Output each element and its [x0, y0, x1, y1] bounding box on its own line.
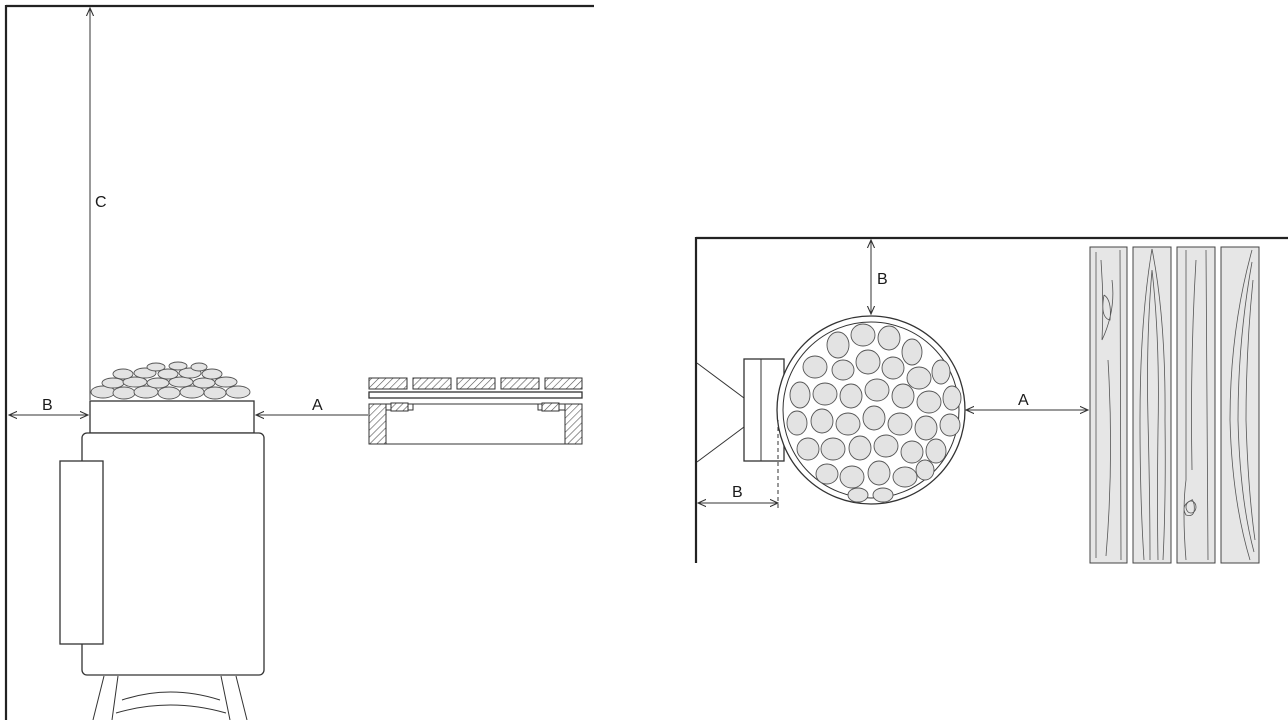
dimension-a-label: A: [312, 397, 323, 414]
heater-body: [81, 432, 265, 676]
wall-mount-bracket: [696, 362, 745, 463]
dimension-b-label: B: [42, 397, 53, 414]
wood-plank: [1176, 246, 1216, 564]
heater-control-panel: [59, 460, 104, 645]
side-view: C B A: [4, 4, 594, 720]
top-dimension-b-left-label: B: [732, 484, 743, 501]
heater-stones-side: [90, 361, 251, 400]
heater-stones-top: [786, 323, 962, 503]
heater-inner-ring: [782, 321, 960, 499]
top-dimension-b-label: B: [877, 271, 888, 288]
wood-plank: [1220, 246, 1260, 564]
heater-stone-basket: [89, 400, 255, 434]
bench-cross-section: [368, 377, 583, 445]
heater-legs: [92, 675, 248, 720]
wood-planks: [1089, 246, 1260, 564]
top-dimension-a-label: A: [1018, 392, 1029, 409]
dimension-c-label: C: [95, 194, 107, 211]
top-view: B A B: [694, 236, 1288, 564]
